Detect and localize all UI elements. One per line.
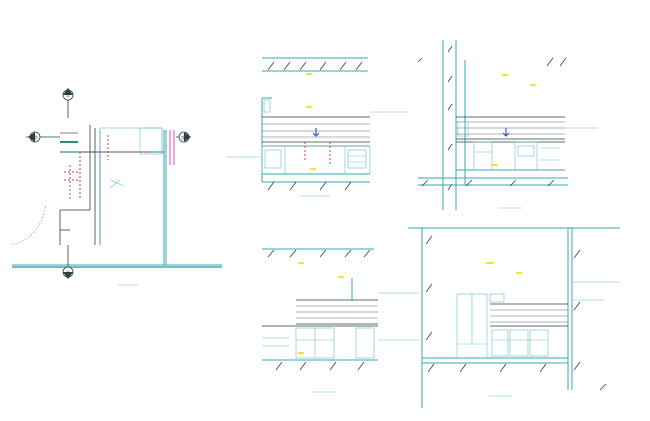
elevation-d-tiles	[490, 309, 568, 323]
elevation-b-view	[417, 40, 598, 210]
floor-plan-view: ① ② ③ ④	[11, 88, 222, 286]
elevation-c-view	[262, 248, 420, 393]
section-marker-bottom: ④	[62, 245, 74, 279]
elevation-a-view	[226, 57, 408, 197]
elevation-c-tiles	[296, 305, 378, 319]
marker-top-label: ①	[66, 94, 71, 100]
section-marker-right: ③	[176, 131, 191, 143]
elevation-d-view	[408, 227, 620, 408]
marker-bottom-label: ④	[66, 271, 71, 277]
section-marker-top: ①	[62, 88, 74, 118]
section-marker-left: ②	[26, 131, 60, 143]
elevation-b-tiles	[456, 121, 565, 135]
marker-right-label: ③	[181, 136, 185, 142]
marker-left-label: ②	[34, 136, 39, 142]
elevation-a-title-mark	[306, 73, 312, 75]
